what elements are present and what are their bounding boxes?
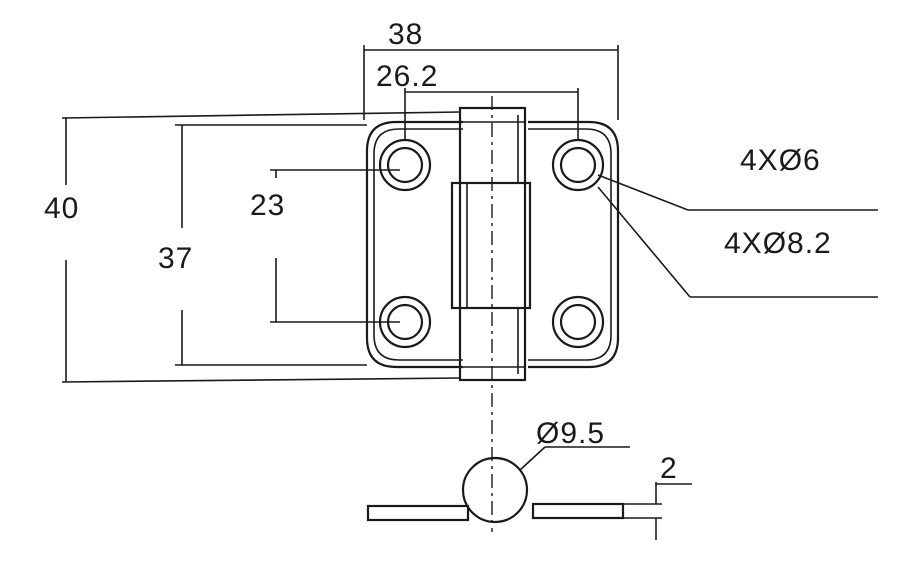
dimension-hole-spacing-vertical: 23 — [250, 169, 400, 323]
hole-bottom-right — [551, 295, 605, 349]
callout-hole-diameters: 4XØ6 4XØ8.2 — [597, 144, 878, 298]
left-leaf-outline — [365, 120, 463, 369]
dimension-leaf-height: 37 — [158, 124, 367, 366]
side-view-right-leaf — [531, 502, 625, 520]
dimension-text-23: 23 — [250, 189, 285, 222]
hole-top-right — [551, 138, 605, 192]
left-leaf — [365, 120, 463, 369]
right-leaf-outline — [528, 120, 620, 369]
dimension-text-38: 38 — [388, 18, 423, 51]
dimension-text-pin-diameter: Ø9.5 — [536, 417, 605, 450]
dimension-leaf-thickness: 2 — [623, 452, 692, 540]
knuckle-middle — [450, 181, 532, 310]
dimension-text-26-2: 26.2 — [376, 60, 438, 93]
side-view — [366, 456, 625, 524]
right-leaf-inner-outline — [528, 128, 612, 361]
right-leaf — [528, 120, 620, 369]
side-view-left-leaf — [366, 504, 470, 522]
side-view-pin-knuckle — [461, 456, 529, 524]
dimension-text-40: 40 — [44, 192, 79, 225]
left-leaf-inner-outline — [373, 128, 463, 361]
dimension-text-37: 37 — [158, 242, 193, 275]
dimension-overall-height: 40 — [44, 111, 461, 383]
hinge-knuckle — [450, 106, 532, 382]
callout-text-hole-large: 4XØ8.2 — [724, 227, 832, 260]
dimension-text-leaf-thickness: 2 — [660, 452, 678, 485]
dimension-hole-spacing-horizontal: 26.2 — [376, 60, 579, 140]
dimension-overall-width: 38 — [363, 18, 619, 120]
hole-top-left — [378, 138, 432, 192]
callout-text-hole-small: 4XØ6 — [740, 144, 821, 177]
dimension-pin-diameter: Ø9.5 — [519, 417, 630, 471]
